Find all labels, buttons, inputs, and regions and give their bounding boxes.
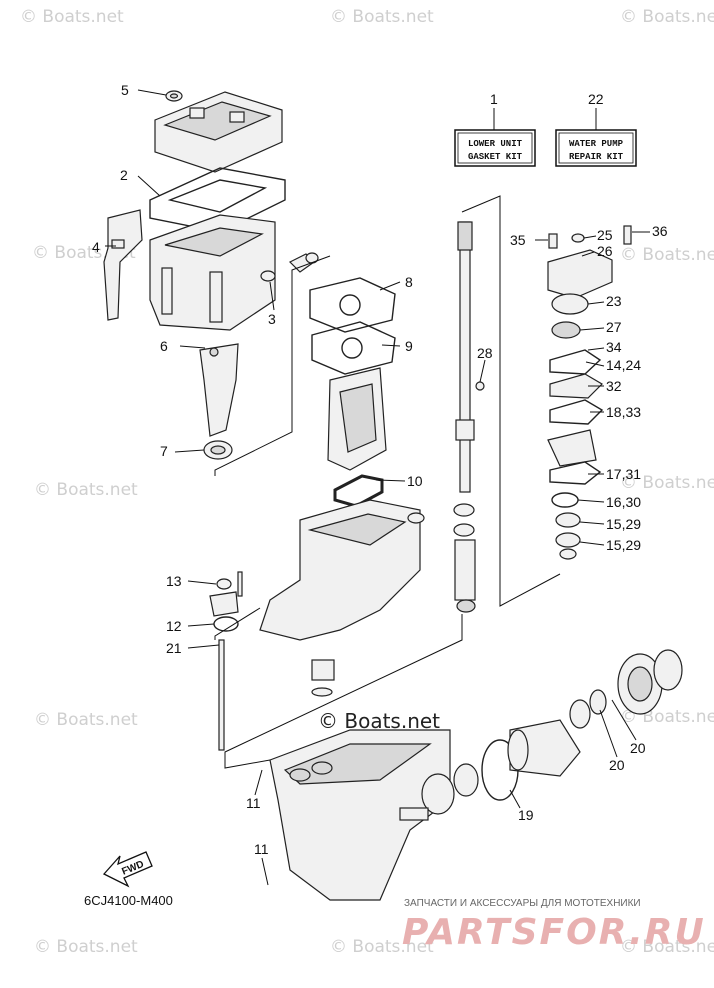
callout-12: 12 bbox=[166, 618, 182, 634]
callout-28: 28 bbox=[477, 345, 493, 361]
center-watermark: © Boats.net bbox=[318, 709, 440, 733]
watermark: © Boats.net bbox=[34, 937, 138, 957]
shaft-bearings[interactable] bbox=[453, 503, 476, 613]
footer-branding: ЗАПЧАСТИ И АКСЕССУАРЫ ДЛЯ МОТОТЕХНИКИ PA… bbox=[402, 898, 706, 953]
water-pump-kit-line1: WATER PUMP bbox=[569, 139, 624, 149]
callout-13: 13 bbox=[166, 573, 182, 589]
callout-1: 1 bbox=[490, 91, 498, 107]
clutch-dog[interactable] bbox=[311, 659, 335, 697]
gasket-10[interactable] bbox=[333, 474, 384, 508]
water-pump-kit-line2: REPAIR KIT bbox=[569, 152, 624, 162]
callout-9: 9 bbox=[405, 338, 413, 354]
lower-unit-kit-line1: LOWER UNIT bbox=[468, 139, 523, 149]
callout-16-30: 16,30 bbox=[606, 494, 641, 510]
callout-23: 23 bbox=[606, 293, 622, 309]
shift-rod-assembly[interactable] bbox=[209, 571, 243, 751]
upper-casing-body[interactable] bbox=[149, 214, 276, 331]
leader-lines bbox=[105, 89, 650, 886]
watermark: © Boats.net bbox=[620, 245, 714, 265]
watermark: © Boats.net bbox=[620, 7, 714, 27]
watermark: © Boats.net bbox=[330, 937, 434, 957]
watermark: © Boats.net bbox=[330, 7, 434, 27]
callout-20-a: 20 bbox=[609, 757, 625, 773]
callout-7: 7 bbox=[160, 443, 168, 459]
callout-20-b: 20 bbox=[630, 740, 646, 756]
callout-3: 3 bbox=[268, 311, 276, 327]
callout-11-b: 11 bbox=[254, 841, 269, 857]
callout-5: 5 bbox=[121, 82, 129, 98]
drive-shaft[interactable] bbox=[455, 221, 485, 493]
callout-11-a: 11 bbox=[246, 795, 261, 811]
lower-casing[interactable] bbox=[269, 729, 451, 901]
callout-15-29-a: 15,29 bbox=[606, 516, 641, 532]
callout-4: 4 bbox=[92, 239, 100, 255]
callout-19: 19 bbox=[518, 807, 534, 823]
watermark: © Boats.net bbox=[620, 937, 714, 957]
callout-labels: 5 2 4 3 8 9 6 7 10 28 35 25 36 26 23 27 … bbox=[92, 82, 668, 857]
footer-brand: PARTSFOR.RU bbox=[402, 912, 706, 953]
lower-unit-kit-line2: GASKET KIT bbox=[468, 152, 523, 162]
forward-gear[interactable] bbox=[617, 649, 683, 715]
watermark: © Boats.net bbox=[20, 7, 124, 27]
callout-6: 6 bbox=[160, 338, 168, 354]
lower-casing-upper[interactable] bbox=[259, 499, 425, 641]
callout-32: 32 bbox=[606, 378, 622, 394]
footer-tagline: ЗАПЧАСТИ И АКСЕССУАРЫ ДЛЯ МОТОТЕХНИКИ bbox=[404, 898, 641, 909]
callout-15-29-b: 15,29 bbox=[606, 537, 641, 553]
callout-14-24: 14,24 bbox=[606, 357, 641, 373]
water-pump-assembly[interactable] bbox=[547, 225, 632, 560]
callout-10: 10 bbox=[407, 473, 423, 489]
callout-34: 34 bbox=[606, 339, 622, 355]
plate-6[interactable] bbox=[199, 343, 239, 437]
watermark: © Boats.net bbox=[620, 473, 714, 493]
callout-22: 22 bbox=[588, 91, 604, 107]
exhaust-guide[interactable] bbox=[327, 367, 387, 471]
gasket-2[interactable] bbox=[149, 167, 286, 233]
gasket-8[interactable] bbox=[309, 277, 396, 333]
callout-18-33: 18,33 bbox=[606, 404, 641, 420]
callout-26: 26 bbox=[597, 243, 613, 259]
diagram-code: 6CJ4100-M400 bbox=[84, 893, 173, 908]
watermark: © Boats.net bbox=[34, 480, 138, 500]
callout-21: 21 bbox=[166, 640, 182, 656]
bracket-4[interactable] bbox=[103, 209, 143, 321]
callout-36: 36 bbox=[652, 223, 668, 239]
callout-17-31: 17,31 bbox=[606, 466, 641, 482]
callout-2: 2 bbox=[120, 167, 128, 183]
watermark: © Boats.net bbox=[34, 710, 138, 730]
upper-casing-top[interactable] bbox=[154, 90, 283, 173]
water-pump-repair-kit[interactable]: 22 WATER PUMP REPAIR KIT bbox=[555, 91, 637, 167]
callout-25: 25 bbox=[597, 227, 613, 243]
callout-27: 27 bbox=[606, 319, 622, 335]
seal-7[interactable] bbox=[203, 440, 233, 460]
bearing-housing[interactable] bbox=[507, 689, 607, 777]
propeller-shaft-parts[interactable] bbox=[399, 739, 519, 821]
callout-35: 35 bbox=[510, 232, 526, 248]
gasket-9[interactable] bbox=[311, 321, 396, 375]
fwd-arrow: FWD bbox=[102, 851, 153, 888]
assembly-frame-lines bbox=[214, 195, 561, 769]
callout-8: 8 bbox=[405, 274, 413, 290]
lower-unit-gasket-kit[interactable]: 1 LOWER UNIT GASKET KIT bbox=[454, 91, 536, 167]
